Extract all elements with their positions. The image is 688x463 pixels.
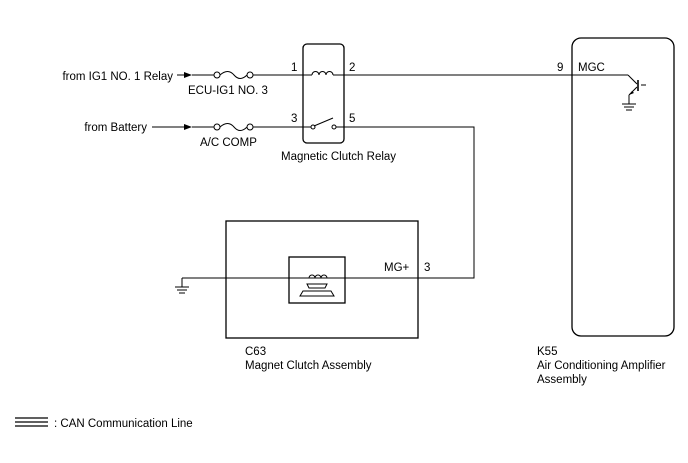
amplifier-name-line1: Air Conditioning Amplifier: [537, 360, 666, 372]
clutch-pin-name: MG+: [384, 262, 410, 274]
amplifier-transistor-symbol: [572, 74, 646, 111]
arrow-ig1: [177, 72, 192, 78]
wire-relay-pin5-to-clutch: [344, 126, 475, 279]
clutch-pin-number: 3: [424, 262, 430, 274]
relay-pin5-label: 5: [349, 113, 355, 125]
amplifier-name-line2: Assembly: [537, 374, 587, 386]
amplifier-box: [571, 37, 675, 337]
relay-switch-symbol: [303, 117, 344, 130]
arrow-battery: [152, 124, 192, 130]
relay-coil-symbol: [303, 71, 344, 76]
source-ig1-relay-label: from IG1 NO. 1 Relay: [62, 71, 173, 83]
clutch-ground-symbol: [175, 278, 189, 294]
amplifier-pin-name: MGC: [578, 62, 605, 74]
fuse-ecu-ig1-symbol: [213, 71, 254, 79]
can-line-legend-symbol: [15, 417, 48, 427]
fuse-ac-comp-label: A/C COMP: [200, 137, 257, 149]
clutch-code-label: C63: [245, 346, 266, 358]
amplifier-pin-number: 9: [557, 62, 563, 74]
fuse-ac-comp-symbol: [213, 123, 254, 131]
fuse-ecu-ig1-label: ECU-IG1 NO. 3: [188, 85, 268, 97]
clutch-coil-symbol: [299, 274, 335, 297]
relay-box: [302, 43, 345, 144]
amplifier-code-label: K55: [537, 346, 557, 358]
source-battery-label: from Battery: [84, 122, 147, 134]
relay-pin3-label: 3: [291, 113, 297, 125]
relay-pin2-label: 2: [349, 62, 355, 74]
can-line-legend-label: : CAN Communication Line: [54, 418, 193, 430]
relay-pin1-label: 1: [291, 62, 297, 74]
clutch-coil-box: [288, 256, 346, 304]
clutch-name-label: Magnet Clutch Assembly: [245, 360, 372, 372]
relay-name-label: Magnetic Clutch Relay: [281, 151, 396, 163]
